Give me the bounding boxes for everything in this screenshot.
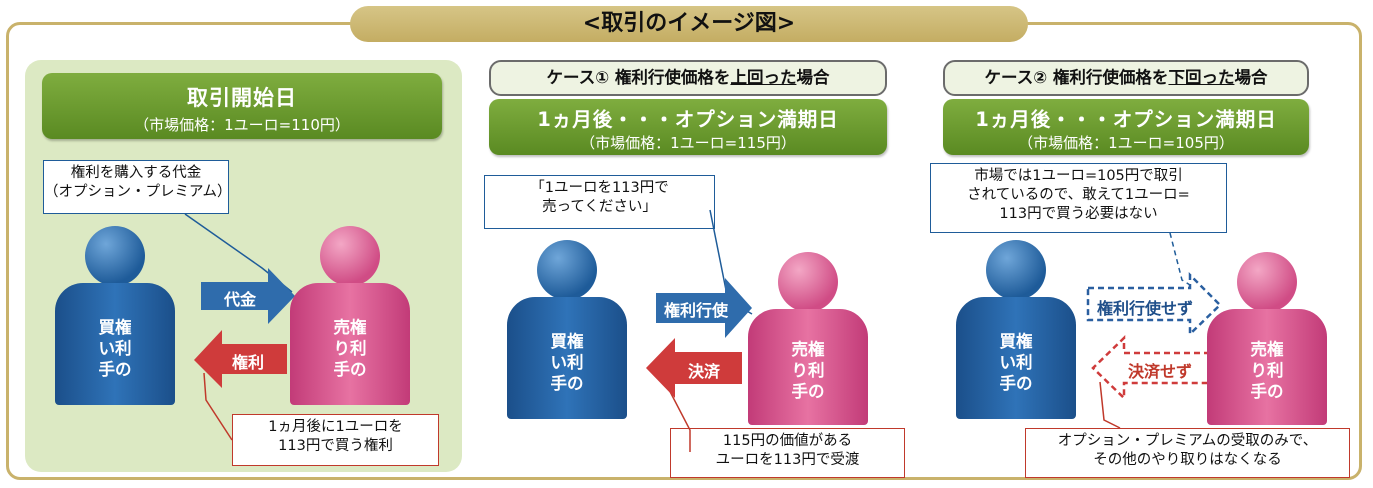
note-line: ユーロを113円で受渡 [715, 452, 860, 468]
note-line: 113円で買う必要はない [999, 206, 1158, 222]
buyer-head [537, 240, 597, 300]
case2-tab: ケース② 権利行使価格を下回った場合 [943, 60, 1309, 96]
note-line: 115円の価値がある [722, 433, 853, 449]
note-premium: 権利を購入する代金 （オプション・プレミアム） [43, 160, 232, 214]
arrow-label: 権利 [231, 353, 264, 372]
seller-body: 売権 り利 手の [748, 309, 868, 425]
note-line: 売ってください」 [542, 199, 657, 215]
figure-label: 手の [999, 374, 1033, 393]
case1-tab: ケース① 権利行使価格を上回った場合 [489, 60, 887, 96]
arrow-label: 権利行使 [663, 301, 728, 320]
arrow-left-no-settle [1091, 335, 1212, 401]
arrow-label: 決済 [687, 362, 720, 381]
figure-label: い利 [999, 353, 1033, 372]
figure-label: 売権 [333, 318, 367, 337]
note-exercise-request: 「1ユーロを113円で 売ってください」 [484, 175, 715, 229]
header-subtitle: （市場価格：1ユーロ=105円） [1018, 134, 1234, 152]
header-subtitle: （市場価格：1ユーロ=115円） [580, 134, 796, 152]
note-line: 市場では1ユーロ=105円で取引 [974, 168, 1183, 184]
figure-label: り利 [1250, 361, 1284, 380]
buyer-head [986, 240, 1046, 300]
seller-head [1237, 252, 1297, 312]
seller-head [320, 226, 380, 286]
note-premium-only: オプション・プレミアムの受取のみで、 その他のやり取りはなくなる [1025, 428, 1350, 478]
buyer-head [85, 226, 145, 286]
note-line: その他のやり取りはなくなる [1093, 452, 1282, 468]
header-title: 1ヵ月後・・・オプション満期日 [537, 108, 839, 131]
case-label-emphasis: 下回った [1168, 68, 1235, 87]
note-line: 「1ユーロを113円で [530, 180, 669, 196]
callout-line-red [203, 372, 233, 441]
arrow-label: 代金 [223, 290, 256, 309]
header-case1: 1ヵ月後・・・オプション満期日 （市場価格：1ユーロ=115円） [489, 99, 887, 155]
arrow-right-exercise [656, 278, 752, 338]
figure-label: 手の [1250, 382, 1284, 401]
note-call-right: 1ヵ月後に1ユーロを 113円で買う権利 [232, 414, 439, 466]
seller-body: 売権 り利 手の [1207, 309, 1327, 425]
arrow-label: 権利行使せず [1096, 299, 1193, 318]
arrow-label: 決済せず [1127, 362, 1192, 381]
figure-label: 買権 [98, 318, 132, 337]
note-line: （オプション・プレミアム） [44, 184, 232, 200]
case-label: ケース① 権利行使価格を [546, 68, 731, 87]
note-line: 1ヵ月後に1ユーロを [268, 419, 403, 435]
callout-line-red [663, 379, 691, 452]
callout-line-blue [1169, 232, 1191, 286]
figure-label: 売権 [1250, 340, 1284, 359]
figure-label: い利 [550, 353, 584, 372]
figure-label: い利 [98, 339, 132, 358]
seller-body: 売権 り利 手の [290, 283, 410, 405]
figure-label: 買権 [999, 332, 1033, 351]
note-delivery: 115円の価値がある ユーロを113円で受渡 [670, 428, 905, 478]
buyer-body: 買権 い利 手の [55, 283, 175, 405]
header-subtitle: （市場価格：1ユーロ=110円） [134, 116, 350, 134]
header-title: 1ヵ月後・・・オプション満期日 [975, 108, 1277, 131]
header-title: 取引開始日 [187, 86, 297, 110]
arrow-left-settle [646, 338, 742, 398]
figure-label: 手の [98, 360, 132, 379]
header-trade-start: 取引開始日 （市場価格：1ユーロ=110円） [42, 73, 442, 139]
buyer-body: 買権 い利 手の [956, 297, 1076, 419]
figure-label: 売権 [791, 340, 825, 359]
arrow-right-no-exercise [1086, 271, 1222, 337]
note-line: 113円で買う権利 [278, 438, 393, 454]
case-label: 場合 [796, 68, 830, 87]
buyer-body: 買権 い利 手の [507, 297, 627, 419]
case-label-emphasis: 上回った [730, 68, 797, 87]
note-line: されているので、敢えて1ユーロ= [967, 187, 1190, 203]
arrow-left-right [194, 330, 287, 388]
figure-label: 買権 [550, 332, 584, 351]
note-line: 権利を購入する代金 [70, 165, 202, 181]
figure-label: 手の [550, 374, 584, 393]
arrow-right-payment [201, 268, 295, 324]
note-market-price: 市場では1ユーロ=105円で取引 されているので、敢えて1ユーロ= 113円で買… [930, 163, 1227, 233]
note-line: オプション・プレミアムの受取のみで、 [1057, 433, 1318, 449]
case-label: ケース② 権利行使価格を [984, 68, 1169, 87]
header-case2: 1ヵ月後・・・オプション満期日 （市場価格：1ユーロ=105円） [943, 99, 1309, 155]
case-label: 場合 [1234, 68, 1268, 87]
figure-label: 手の [791, 382, 825, 401]
figure-label: り利 [333, 339, 367, 358]
callout-line-red [1099, 381, 1121, 429]
seller-head [778, 252, 838, 312]
diagram-title: <取引のイメージ図> [350, 6, 1028, 42]
figure-label: 手の [333, 360, 367, 379]
figure-label: り利 [791, 361, 825, 380]
